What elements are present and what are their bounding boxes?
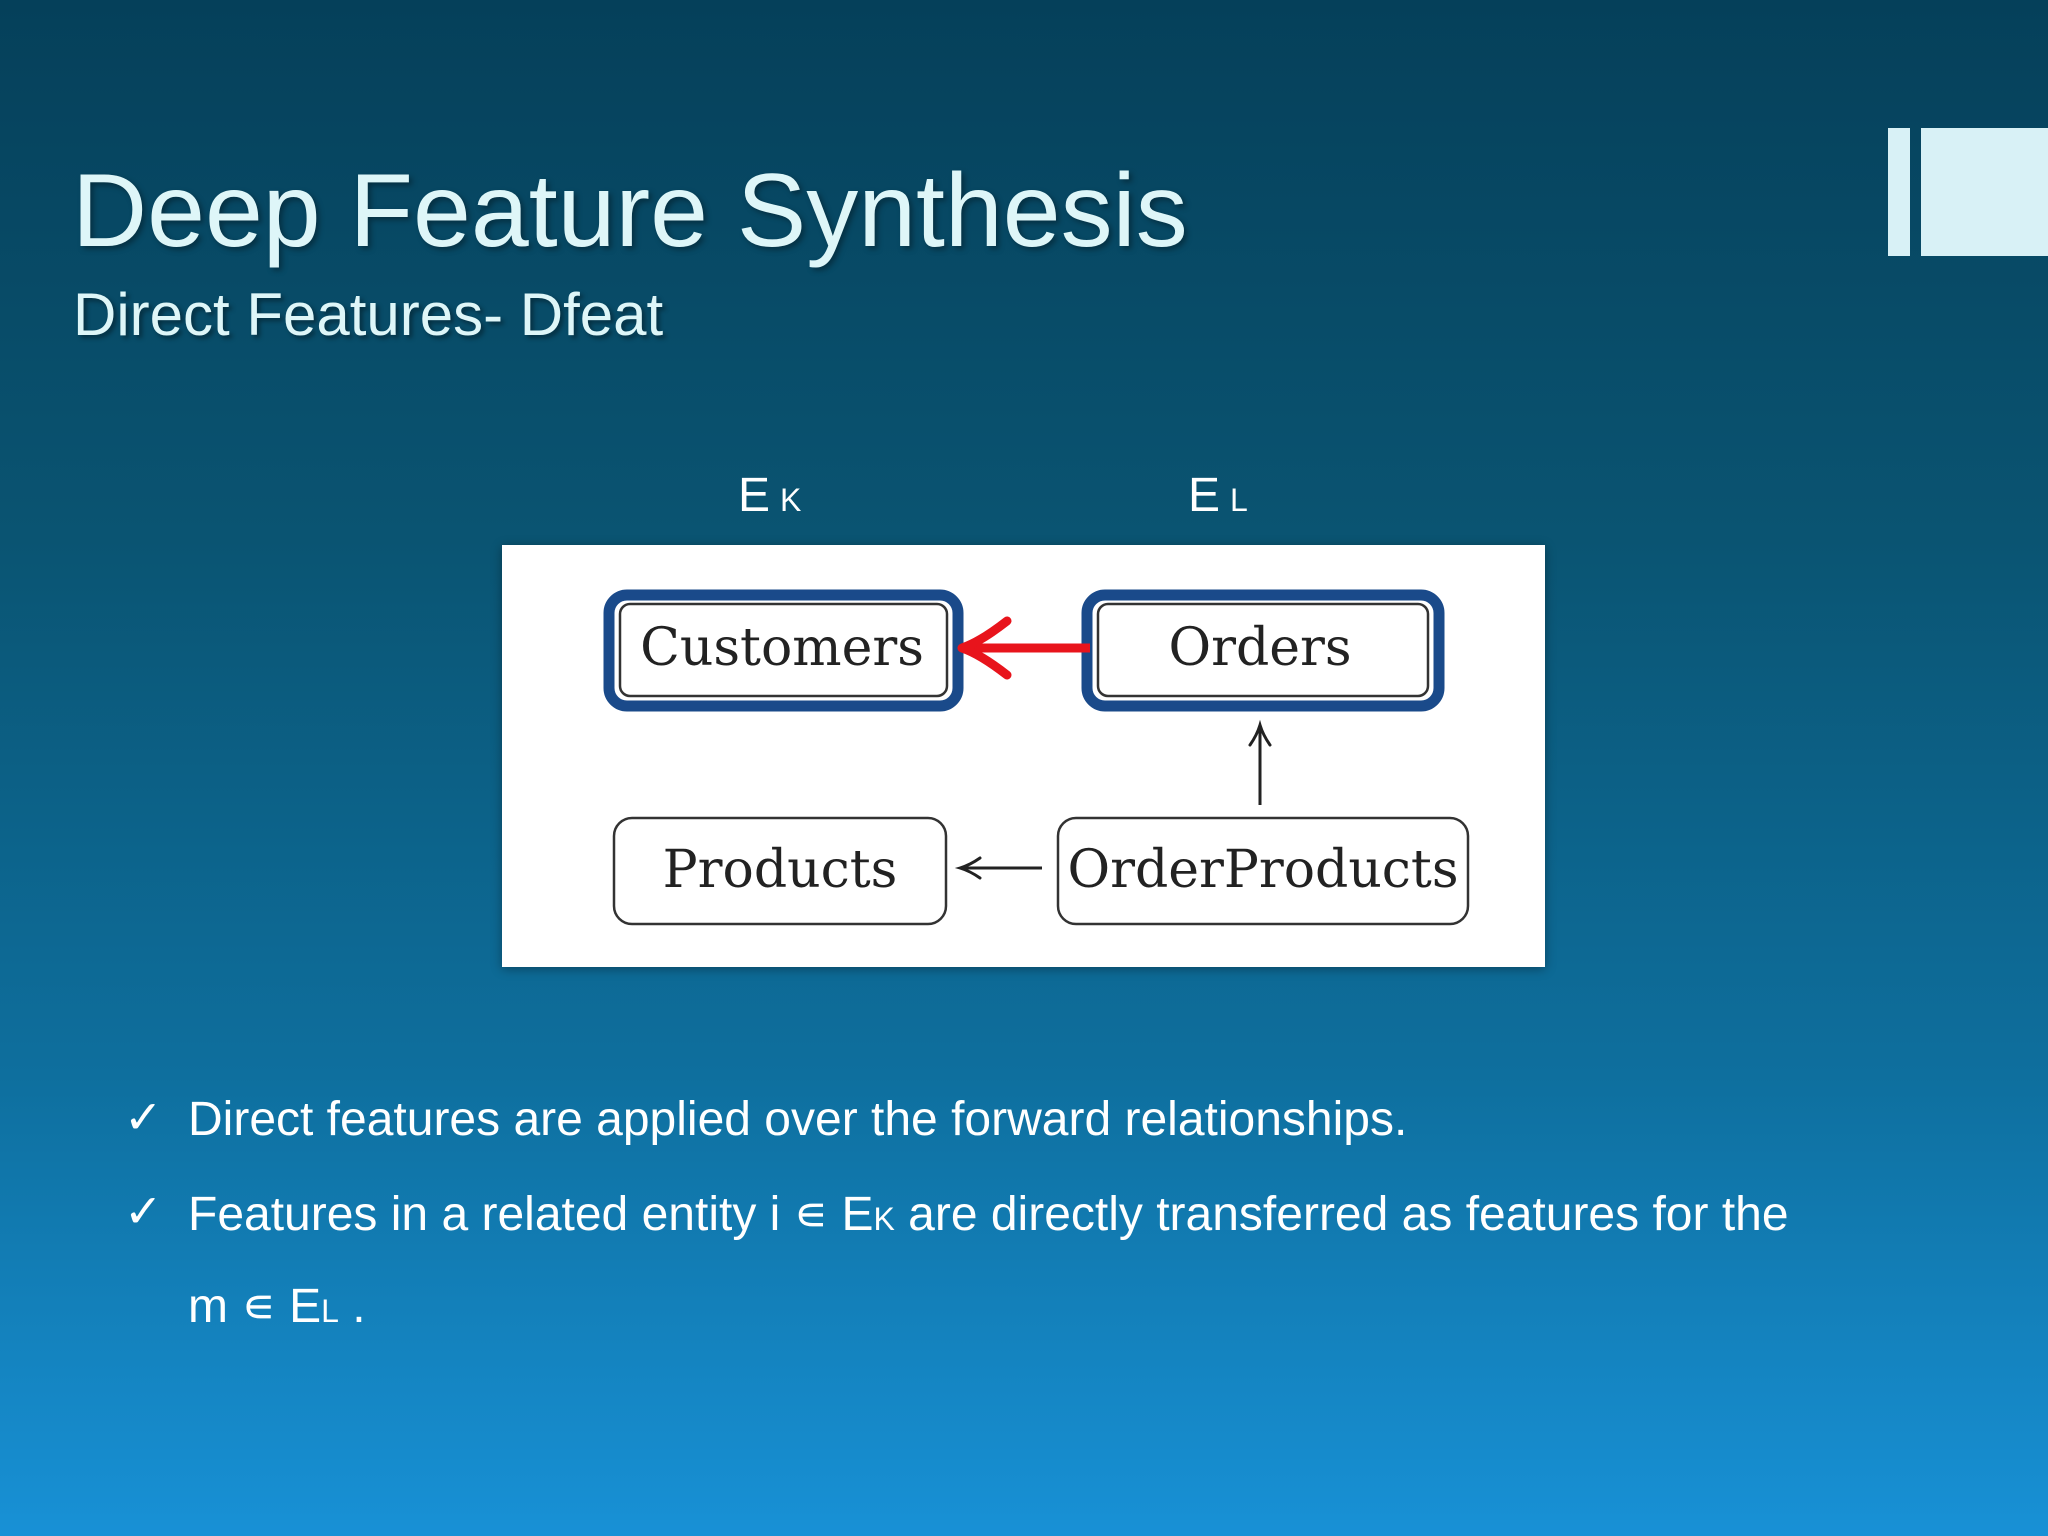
orders-label: Orders <box>1168 618 1351 678</box>
bullet-1: Direct features are applied over the for… <box>188 1093 1408 1146</box>
bullet-2-text-a: Features in a related entity i ∊ E <box>188 1188 874 1241</box>
bullet-2-line-1: Features in a related entity i ∊ EK are … <box>188 1186 1789 1242</box>
bullet-2-sub-l: L <box>321 1293 339 1329</box>
entity-label-el-sub: L <box>1230 482 1248 518</box>
slide-title: Deep Feature Synthesis <box>72 153 1188 269</box>
corner-decoration-bar <box>1888 128 1910 256</box>
forward-relationship-arrow <box>957 616 1090 680</box>
order-products-to-products-arrow <box>954 856 1042 880</box>
orders-node <box>1096 602 1430 698</box>
check-icon: ✓ <box>124 1184 163 1238</box>
order-products-node <box>1056 816 1470 926</box>
check-icon: ✓ <box>124 1090 163 1144</box>
order-products-label: OrderProducts <box>1067 840 1458 900</box>
entity-diagram-svg: Customers Orders Products OrderProducts <box>603 589 1470 926</box>
entity-label-ek-sub: K <box>780 482 802 518</box>
corner-decoration-block <box>1921 128 2048 256</box>
customers-node <box>618 602 949 698</box>
bullet-2-text-d: . <box>338 1280 366 1333</box>
customers-label: Customers <box>640 618 924 678</box>
slide-subtitle: Direct Features- Dfeat <box>73 281 664 348</box>
order-products-to-orders-arrow <box>1248 719 1272 805</box>
entity-label-ek-main: E <box>738 469 771 522</box>
products-node <box>612 816 948 926</box>
entity-diagram: Customers Orders Products OrderProducts <box>502 545 1545 967</box>
bullet-2-text-b: are directly transferred as features for… <box>894 1188 1789 1241</box>
bullet-2-text-c: m ∊ E <box>188 1280 322 1333</box>
bullet-2-line-2: m ∊ EL . <box>188 1278 366 1334</box>
customers-highlight <box>603 589 964 712</box>
entity-label-el-main: E <box>1188 469 1221 522</box>
bullet-2-sub-k: K <box>873 1201 895 1237</box>
products-label: Products <box>663 840 898 900</box>
